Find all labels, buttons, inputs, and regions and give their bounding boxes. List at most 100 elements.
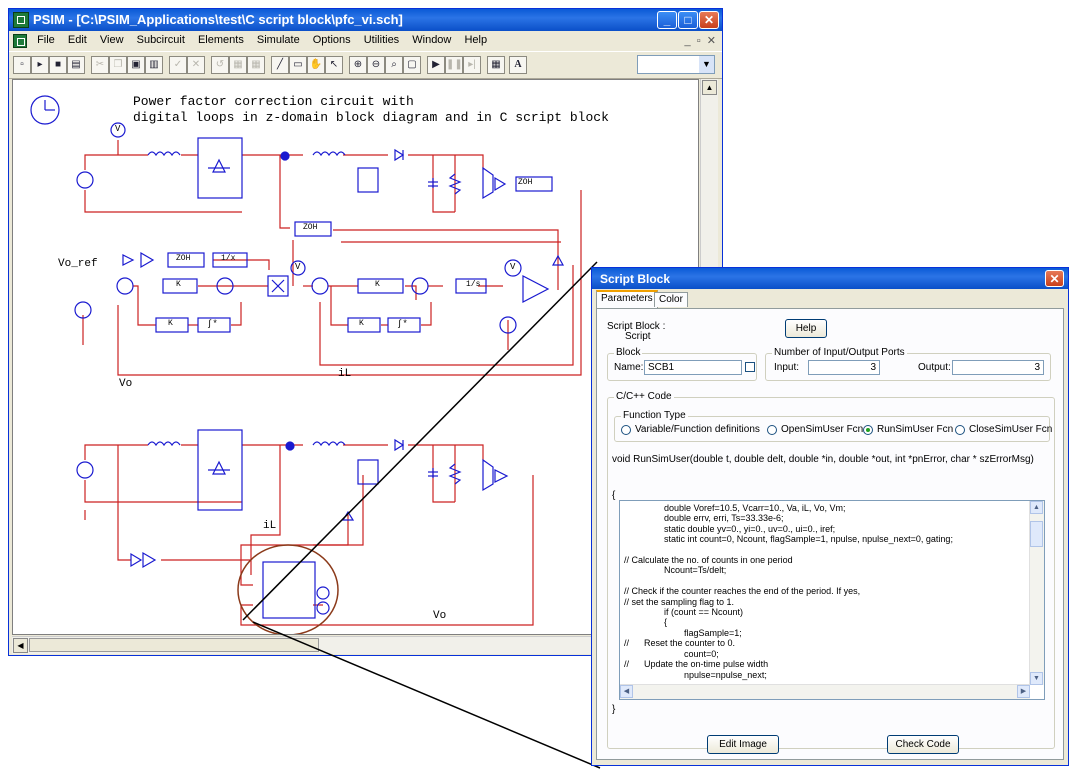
menu-window[interactable]: Window [412,34,452,46]
integrator-label: ∫* [397,319,408,329]
menu-elements[interactable]: Elements [197,34,244,46]
input-label: Input: [774,362,800,373]
output-ports-field[interactable]: 3 [952,360,1044,375]
radio-opensimuser[interactable] [767,425,777,435]
doc-icon [13,34,27,48]
highlight-ellipse [237,544,339,634]
check-icon[interactable]: ✓ [169,56,187,74]
code-vertical-scrollbar[interactable]: ▲ ▼ [1029,501,1044,685]
radio-label: Variable/Function definitions [635,424,760,435]
scroll-thumb[interactable] [1030,521,1043,547]
block-group-title: Block [614,347,643,358]
code-text[interactable]: double Voref=10.5, Vcarr=10., Va, iL, Vo… [624,503,953,680]
code-group: C/C++ Code Function Type Variable/Functi… [607,391,1055,749]
close-brace: } [612,704,616,715]
menu-options[interactable]: Options [312,34,351,46]
menu-view[interactable]: View [99,34,124,46]
menu-help[interactable]: Help [464,34,488,46]
clock-icon [30,95,60,125]
block-group: Block Name: SCB1 [607,347,757,381]
paste-special-icon[interactable]: ▥ [145,56,163,74]
scroll-left-icon[interactable]: ◀ [13,638,28,653]
output-label: Output: [918,362,951,373]
script-block-dialog: Script Block ✕ Parameters Color Script B… [591,267,1069,766]
il-label: iL [263,520,277,532]
tab-parameters[interactable]: Parameters [596,290,658,308]
il-label: iL [338,368,352,380]
pan-icon[interactable]: ✋ [307,56,325,74]
zoh-label: ZOH [176,254,191,263]
paste-icon[interactable]: ▣ [127,56,145,74]
menu-edit[interactable]: Edit [67,34,87,46]
new-icon[interactable]: ▫ [13,56,31,74]
dialog-title: Script Block [600,272,671,286]
save-icon[interactable]: ■ [49,56,67,74]
code-editor[interactable]: double Voref=10.5, Vcarr=10., Va, iL, Vo… [619,500,1045,700]
scroll-left-icon[interactable]: ◀ [620,685,633,698]
scroll-right-icon[interactable]: ▶ [1017,685,1030,698]
step-icon[interactable]: ▸| [463,56,481,74]
scroll-down-icon[interactable]: ▼ [1030,672,1043,685]
maximize-icon[interactable]: □ [678,11,698,29]
radio-runsimuser[interactable] [863,425,873,435]
radio-closesimuser[interactable] [955,425,965,435]
input-ports-field[interactable]: 3 [808,360,880,375]
select-icon[interactable]: ↖ [325,56,343,74]
menu-subcircuit[interactable]: Subcircuit [136,34,185,46]
ports-group-title: Number of Input/Output Ports [772,347,907,358]
dialog-title-bar[interactable]: Script Block ✕ [592,268,1068,289]
open-icon[interactable]: ▸ [31,56,49,74]
print-icon[interactable]: ▤ [67,56,85,74]
cancel-icon[interactable]: ✕ [187,56,205,74]
zoom-area-icon[interactable]: ⌕ [385,56,403,74]
open-brace: { [612,490,616,501]
close-icon[interactable]: ✕ [1045,270,1064,287]
parameters-panel: Script Block : Script Help Block Name: S… [596,308,1064,760]
zoom-out-icon[interactable]: ⊖ [367,56,385,74]
run-icon[interactable]: ▶ [427,56,445,74]
voltmeter-label: V [510,262,516,272]
scroll-up-icon[interactable]: ▲ [702,80,717,95]
grid-icon[interactable]: ▦ [229,56,247,74]
radio-variable-definitions[interactable] [621,425,631,435]
menu-file[interactable]: File [37,34,55,46]
chevron-down-icon[interactable]: ▼ [699,56,714,73]
check-code-button[interactable]: Check Code [887,735,959,754]
psim-title-bar[interactable]: PSIM - [C:\PSIM_Applications\test\C scri… [9,9,722,31]
code-group-title: C/C++ Code [614,391,674,402]
pause-icon[interactable]: ❚❚ [445,56,463,74]
zoom-in-icon[interactable]: ⊕ [349,56,367,74]
vo-label: Vo [119,378,133,390]
integrator-label: 1/s [466,280,481,289]
wire-icon[interactable]: ╱ [271,56,289,74]
label-icon[interactable]: ▭ [289,56,307,74]
help-button[interactable]: Help [785,319,827,338]
canvas-title-1: Power factor correction circuit with [133,94,414,109]
name-field[interactable]: SCB1 [644,360,742,375]
menu-utilities[interactable]: Utilities [363,34,400,46]
vo-ref-label: Vo_ref [58,258,98,270]
ports-group: Number of Input/Output Ports Input: 3 Ou… [765,347,1051,381]
zoom-combo[interactable]: ▼ [637,55,715,74]
vo-label: Vo [433,610,447,622]
scroll-up-icon[interactable]: ▲ [1030,501,1043,514]
minimize-icon[interactable]: _ [657,11,677,29]
simview-icon[interactable]: ▦ [487,56,505,74]
function-type-group: Function Type Variable/Function definiti… [614,410,1052,442]
fit-icon[interactable]: ▢ [403,56,421,74]
edit-image-button[interactable]: Edit Image [707,735,779,754]
mdi-controls[interactable]: _ ▫ ✕ [684,35,716,47]
radio-label: RunSimUser Fcn [877,424,954,435]
text-icon[interactable]: A [509,56,527,74]
undo-icon[interactable]: ↺ [211,56,229,74]
gain-label: K [176,280,181,289]
menu-simulate[interactable]: Simulate [256,34,300,46]
copy-icon[interactable]: ❐ [109,56,127,74]
cut-icon[interactable]: ✂ [91,56,109,74]
scroll-thumb[interactable] [29,638,319,652]
grid2-icon[interactable]: ▦ [247,56,265,74]
code-horizontal-scrollbar[interactable]: ◀ ▶ [620,684,1030,699]
checkbox[interactable] [745,362,755,372]
tab-color[interactable]: Color [654,292,688,307]
close-icon[interactable]: ✕ [699,11,719,29]
